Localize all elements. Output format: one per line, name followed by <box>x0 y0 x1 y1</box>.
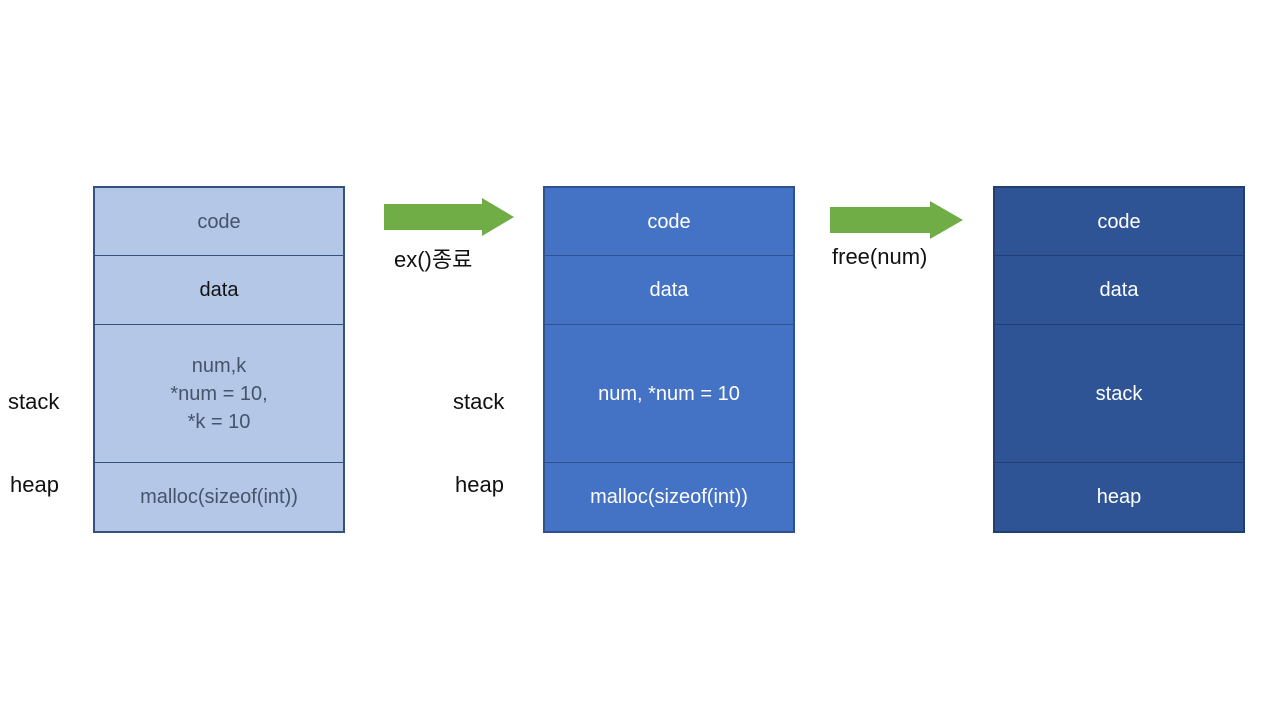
stage1-heap-label: malloc(sizeof(int)) <box>140 486 298 508</box>
stage1-stack-side-label: stack <box>8 389 60 414</box>
stage1-code-section: code <box>95 188 343 256</box>
stage2-stack-side-label: stack <box>453 389 505 414</box>
memory-box-stage3: code data stack heap <box>993 186 1245 533</box>
stage1-stack-line1: num,k <box>191 354 247 377</box>
stage2-data-label: data <box>649 279 689 301</box>
stage2-data-section: data <box>545 256 793 325</box>
stage1-heap-side-label: heap <box>10 472 59 497</box>
stage2-stack-label: num, *num = 10 <box>598 382 740 405</box>
stage2-heap-section: malloc(sizeof(int)) <box>545 463 793 531</box>
stage1-data-label: data <box>199 279 239 301</box>
stage3-data-section: data <box>995 256 1243 325</box>
right-arrow-icon <box>384 198 514 236</box>
memory-box-stage2: code data num, *num = 10 malloc(sizeof(i… <box>543 186 795 533</box>
stage3-data-label: data <box>1099 279 1139 301</box>
stage1-stack-line2: *num = 10, <box>170 382 268 405</box>
arrow1-label: ex()종료 <box>394 247 473 272</box>
stage1-stack-section: num,k *num = 10, *k = 10 <box>95 325 343 463</box>
arrow2-label: free(num) <box>832 244 928 269</box>
memory-box-stage1: code data num,k *num = 10, *k = 10 mallo… <box>93 186 345 533</box>
stage2-stack-section: num, *num = 10 <box>545 325 793 463</box>
stage1-data-section: data <box>95 256 343 325</box>
stage3-code-section: code <box>995 188 1243 256</box>
stage3-code-label: code <box>1097 210 1141 233</box>
stage3-stack-section: stack <box>995 325 1243 463</box>
stage3-stack-label: stack <box>1095 382 1143 405</box>
stage2-code-label: code <box>647 210 691 233</box>
stage3-heap-section: heap <box>995 463 1243 531</box>
stage1-heap-section: malloc(sizeof(int)) <box>95 463 343 531</box>
stage2-heap-side-label: heap <box>455 472 504 497</box>
stage1-code-label: code <box>197 210 241 233</box>
right-arrow-icon <box>830 201 963 239</box>
stage2-heap-label: malloc(sizeof(int)) <box>590 486 748 508</box>
stage3-heap-label: heap <box>1096 486 1142 508</box>
stage2-code-section: code <box>545 188 793 256</box>
stage1-stack-line3: *k = 10 <box>187 410 251 433</box>
